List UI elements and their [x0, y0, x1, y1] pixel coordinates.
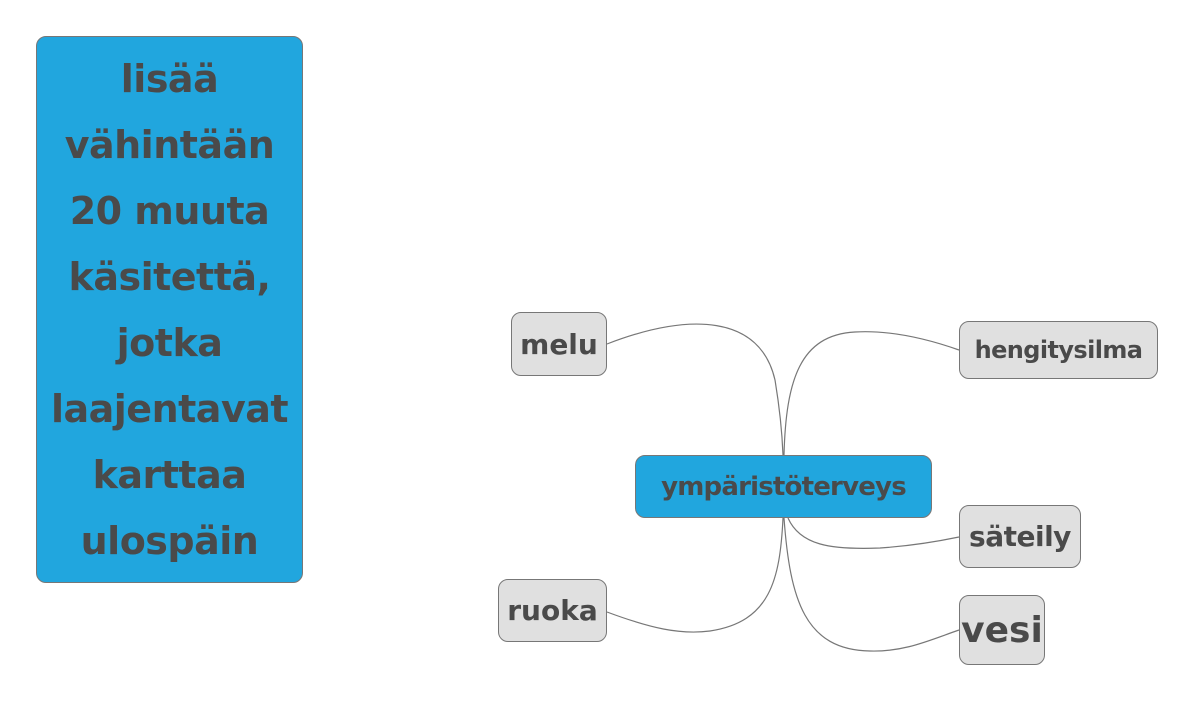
branch-vesi[interactable]: vesi: [959, 595, 1045, 665]
branch-label: ruoka: [507, 594, 598, 627]
branch-ruoka[interactable]: ruoka: [498, 579, 607, 642]
branch-label: melu: [520, 327, 598, 361]
connector-ruoka: [606, 517, 784, 633]
branch-label: säteily: [969, 520, 1071, 553]
branch-hengitysilma[interactable]: hengitysilma: [959, 321, 1158, 379]
connector-vesi: [783, 517, 960, 652]
branch-sateily[interactable]: säteily: [959, 505, 1081, 568]
central-topic-label: ympäristöterveys: [661, 471, 907, 502]
connector-sateily: [787, 517, 960, 549]
branch-label: vesi: [961, 609, 1043, 651]
branch-melu[interactable]: melu: [511, 312, 607, 376]
central-topic[interactable]: ympäristöterveys: [635, 455, 932, 518]
connector-hengitysilma: [783, 331, 960, 456]
branch-label: hengitysilma: [974, 336, 1143, 364]
instruction-note[interactable]: lisää vähintään 20 muuta käsitettä, jotk…: [36, 36, 303, 583]
connector-melu: [606, 323, 784, 456]
note-text: lisää vähintään 20 muuta käsitettä, jotk…: [50, 56, 289, 563]
